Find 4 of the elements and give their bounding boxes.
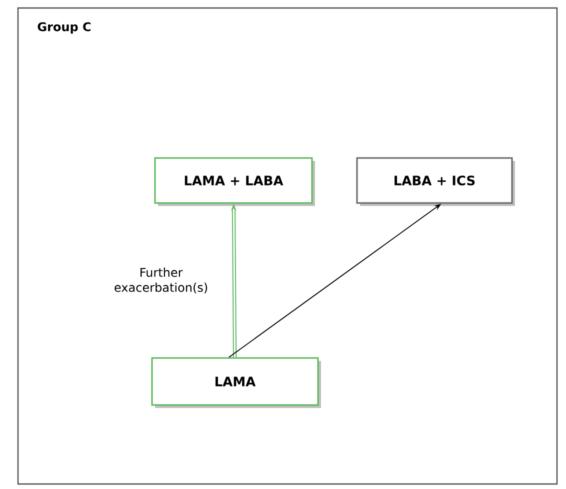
treatment-box: LABA + ICS bbox=[356, 157, 515, 206]
treatment-box: LAMA bbox=[151, 357, 321, 408]
treatment-box: LAMA + LABA bbox=[154, 157, 315, 206]
edge-label: Further exacerbation(s) bbox=[114, 268, 208, 294]
